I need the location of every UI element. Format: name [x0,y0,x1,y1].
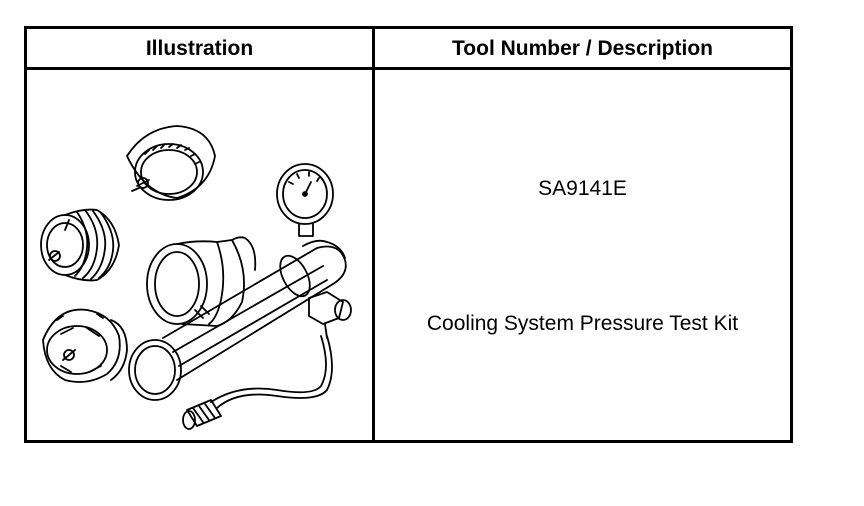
header-illustration: Illustration [145,37,254,60]
header-tool-number-description: Tool Number / Description [452,37,713,60]
large-threaded-adapter [126,125,216,201]
cap-adapter [42,308,128,383]
illustration-cell [27,70,372,440]
ribbed-adapter [40,208,120,282]
pressure-test-kit-illustration [40,125,352,430]
column-divider [372,29,375,440]
threaded-sleeve-adapter [146,236,257,327]
tool-table: Illustration Tool Number / Description [24,26,793,443]
pump-cylinder [128,239,347,401]
hose-coupler [182,399,222,430]
tool-number: SA9141E [538,177,627,200]
pressure-gauge [276,163,334,237]
valve-fitting [308,291,352,339]
tool-description: Cooling System Pressure Test Kit [426,312,739,335]
hose [210,335,333,409]
header-divider [27,67,790,70]
tool-info-cell: SA9141E Cooling System Pressure Test Kit [375,70,790,440]
